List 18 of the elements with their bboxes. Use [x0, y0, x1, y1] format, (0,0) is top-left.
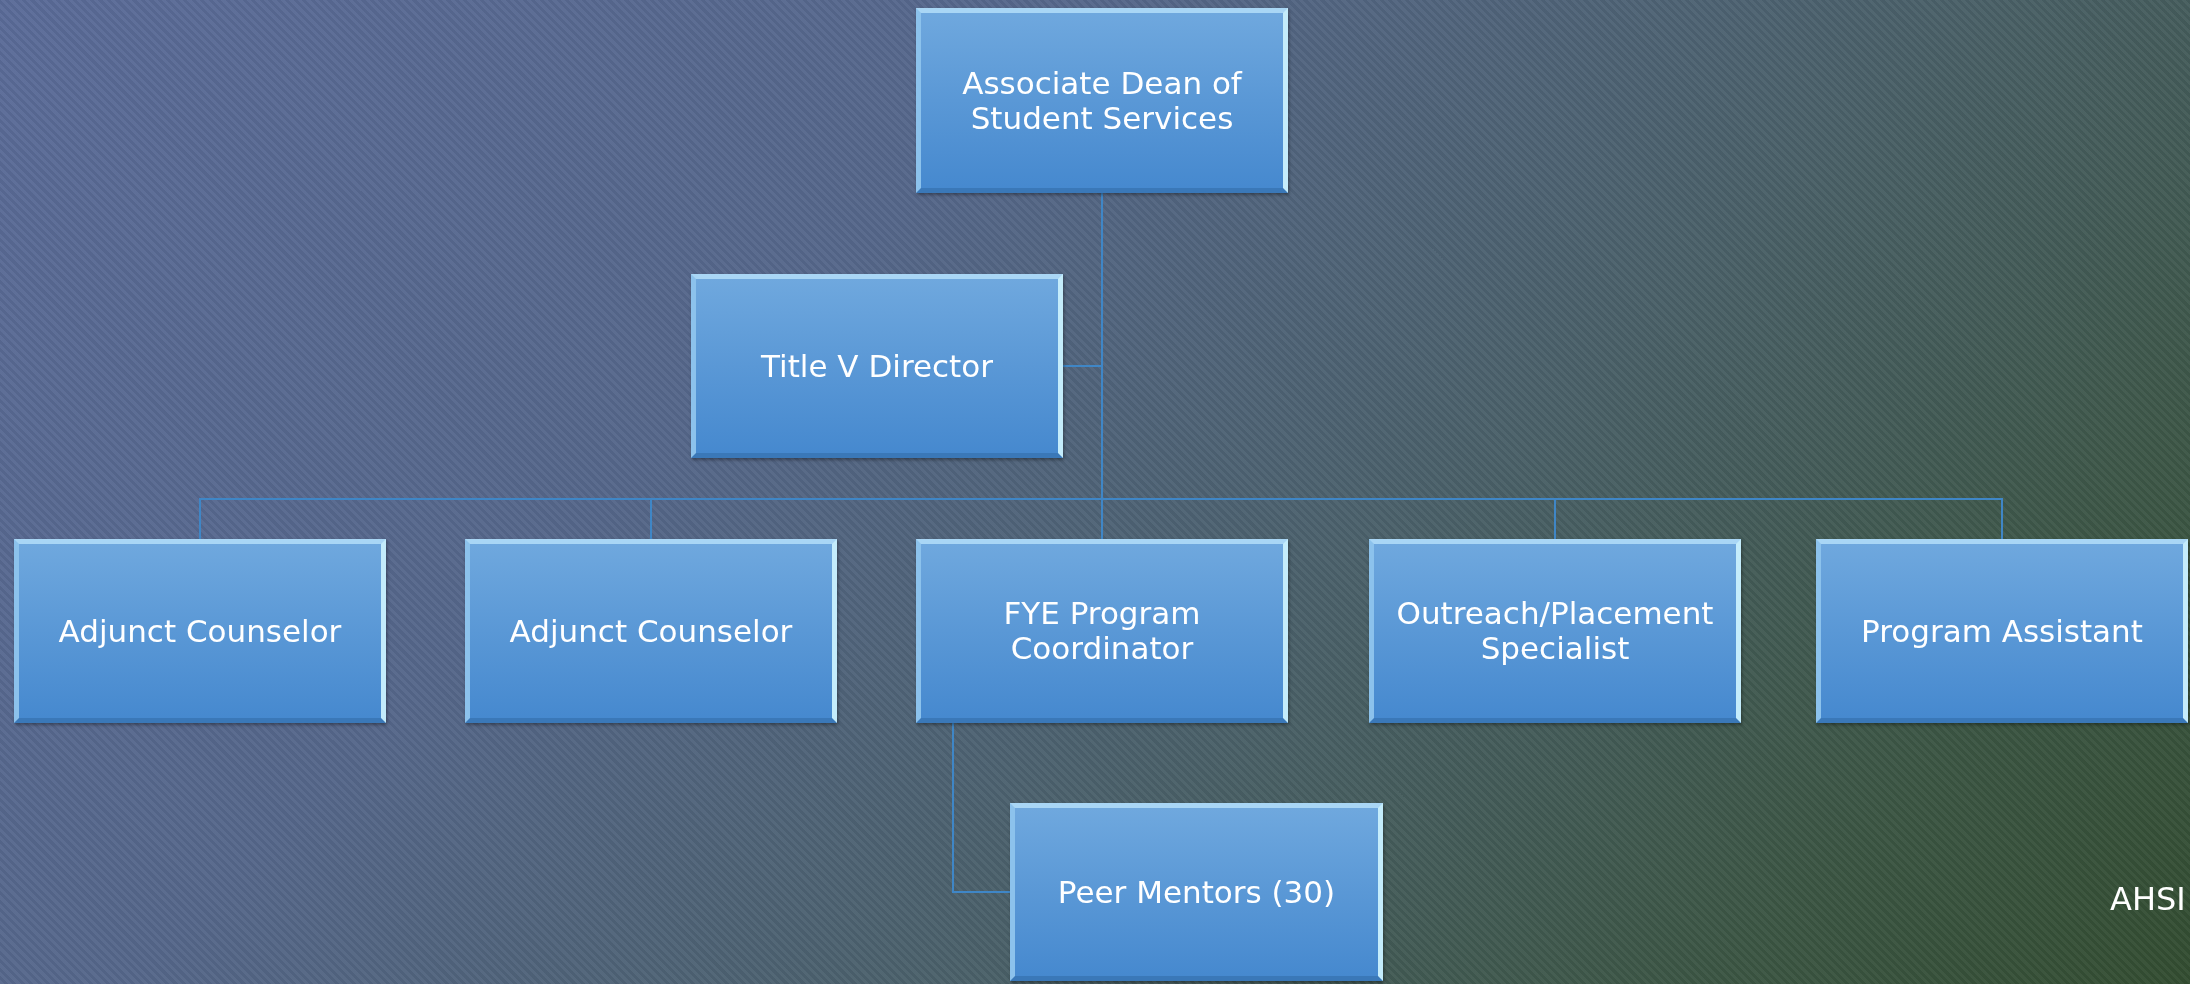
org-box: [691, 274, 1063, 458]
role-title: Adjunct Counselor: [58, 613, 342, 649]
side-text: AHSI: [2110, 880, 2186, 918]
org-box: [1369, 539, 1741, 723]
role-title: Adjunct Counselor: [509, 613, 793, 649]
connector-line: [952, 722, 1011, 893]
role-title: Peer Mentors (30): [1057, 874, 1336, 910]
org-box: [916, 8, 1288, 193]
org-box: [916, 539, 1288, 723]
role-title: Associate Dean of Student Services: [961, 65, 1244, 136]
org-box: [14, 539, 386, 723]
org-box: [1010, 803, 1383, 981]
role-title: FYE Program Coordinator: [1002, 596, 1202, 666]
role-title: Program Assistant: [1861, 613, 2143, 649]
org-box: [1816, 539, 2188, 723]
role-title: Outreach/Placement Specialist: [1395, 596, 1715, 666]
role-title: Title V Director: [761, 348, 993, 384]
org-box: [465, 539, 837, 723]
